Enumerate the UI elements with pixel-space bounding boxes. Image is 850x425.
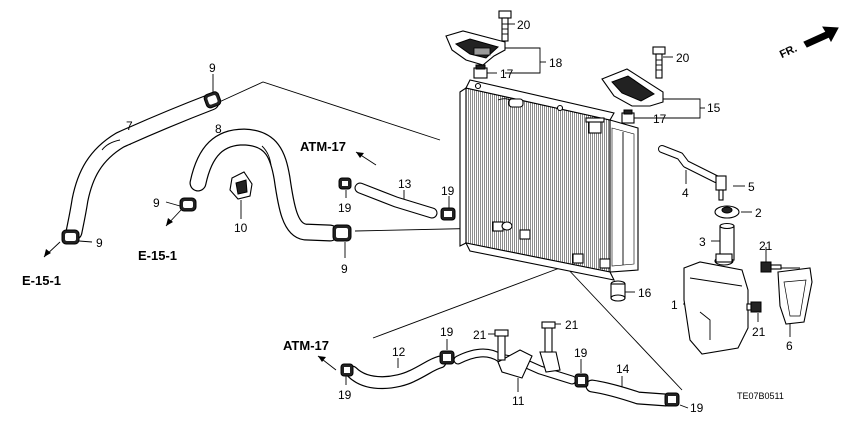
diagram-code: TE07B0511 bbox=[737, 391, 784, 401]
hose-12 bbox=[345, 355, 447, 390]
bolt-21-right-upper bbox=[760, 261, 782, 273]
callout-20-right: 20 bbox=[676, 51, 690, 65]
callout-9-middle: 9 bbox=[341, 262, 348, 276]
front-direction-label: FR. bbox=[778, 43, 799, 61]
callout-19-upper: 19 bbox=[338, 201, 352, 215]
ref-atm-lower: ATM-17 bbox=[283, 338, 329, 353]
water-pipe-11 bbox=[453, 321, 577, 385]
callout-19-by-13: 19 bbox=[441, 184, 455, 198]
callout-8: 8 bbox=[215, 122, 222, 136]
callout-18: 18 bbox=[549, 56, 563, 70]
callout-11: 11 bbox=[512, 394, 525, 408]
callout-7: 7 bbox=[126, 119, 133, 133]
callout-9-bottom-left: 9 bbox=[96, 236, 103, 250]
callout-21-lower-left: 21 bbox=[473, 328, 487, 342]
callout-1: 1 bbox=[671, 298, 678, 312]
callout-9-left: 9 bbox=[153, 196, 160, 210]
callout-16: 16 bbox=[638, 286, 652, 300]
callout-21-lower-right: 21 bbox=[565, 318, 579, 332]
callout-17-right: 17 bbox=[653, 112, 667, 126]
leader-lines bbox=[78, 23, 800, 409]
pipe-3 bbox=[719, 222, 735, 261]
mount-rubber-16 bbox=[610, 280, 626, 302]
callout-13: 13 bbox=[398, 177, 412, 191]
callout-5: 5 bbox=[748, 180, 755, 194]
hose-holder-10 bbox=[229, 171, 253, 200]
callout-15: 15 bbox=[707, 101, 721, 115]
callout-6: 6 bbox=[786, 339, 793, 353]
hose-13 bbox=[354, 182, 438, 219]
callout-2: 2 bbox=[755, 206, 762, 220]
callout-19-lower-mid: 19 bbox=[574, 346, 588, 360]
callout-19-lower-left: 19 bbox=[440, 325, 454, 339]
bolt-21-right-lower bbox=[746, 301, 762, 313]
callout-20-top: 20 bbox=[517, 18, 531, 32]
reserve-tank-1 bbox=[683, 253, 749, 355]
front-direction-arrow: FR. bbox=[778, 26, 839, 61]
callout-14: 14 bbox=[616, 362, 630, 376]
callout-19-lower-far-left: 19 bbox=[338, 388, 352, 402]
grommet-17-right bbox=[621, 109, 635, 124]
upper-mount-bracket-15 bbox=[601, 68, 664, 107]
callout-12: 12 bbox=[392, 345, 406, 359]
callout-9-top: 9 bbox=[209, 61, 216, 75]
overflow-hose-4 bbox=[658, 145, 720, 183]
radiator bbox=[459, 79, 639, 281]
callout-numbers: 7 8 9 9 9 9 10 13 19 19 20 18 17 20 15 1… bbox=[96, 18, 793, 415]
reference-arrows bbox=[43, 151, 377, 371]
bracket-6 bbox=[777, 267, 813, 325]
callout-4: 4 bbox=[682, 186, 689, 200]
callout-3: 3 bbox=[699, 235, 706, 249]
upper-radiator-hose-7 bbox=[65, 93, 220, 241]
callout-10: 10 bbox=[234, 221, 248, 235]
ref-e15-left: E-15-1 bbox=[22, 273, 61, 288]
callout-21-right-upper: 21 bbox=[759, 239, 773, 253]
bolt-20-right bbox=[652, 46, 666, 79]
upper-mount-bracket-18 bbox=[445, 30, 506, 66]
hose-14 bbox=[585, 379, 673, 407]
joint-5 bbox=[715, 175, 727, 201]
callout-19-lower-right: 19 bbox=[690, 401, 704, 415]
callout-17-top: 17 bbox=[500, 67, 514, 81]
callout-21-right-lower: 21 bbox=[752, 325, 766, 339]
ref-e15-mid: E-15-1 bbox=[138, 248, 177, 263]
clamps bbox=[61, 91, 680, 407]
cap-2 bbox=[714, 205, 740, 219]
grommet-17-top bbox=[473, 64, 488, 79]
bolt-20-top bbox=[498, 10, 512, 42]
lower-radiator-hose-8 bbox=[189, 128, 339, 242]
ref-atm-upper: ATM-17 bbox=[300, 139, 346, 154]
